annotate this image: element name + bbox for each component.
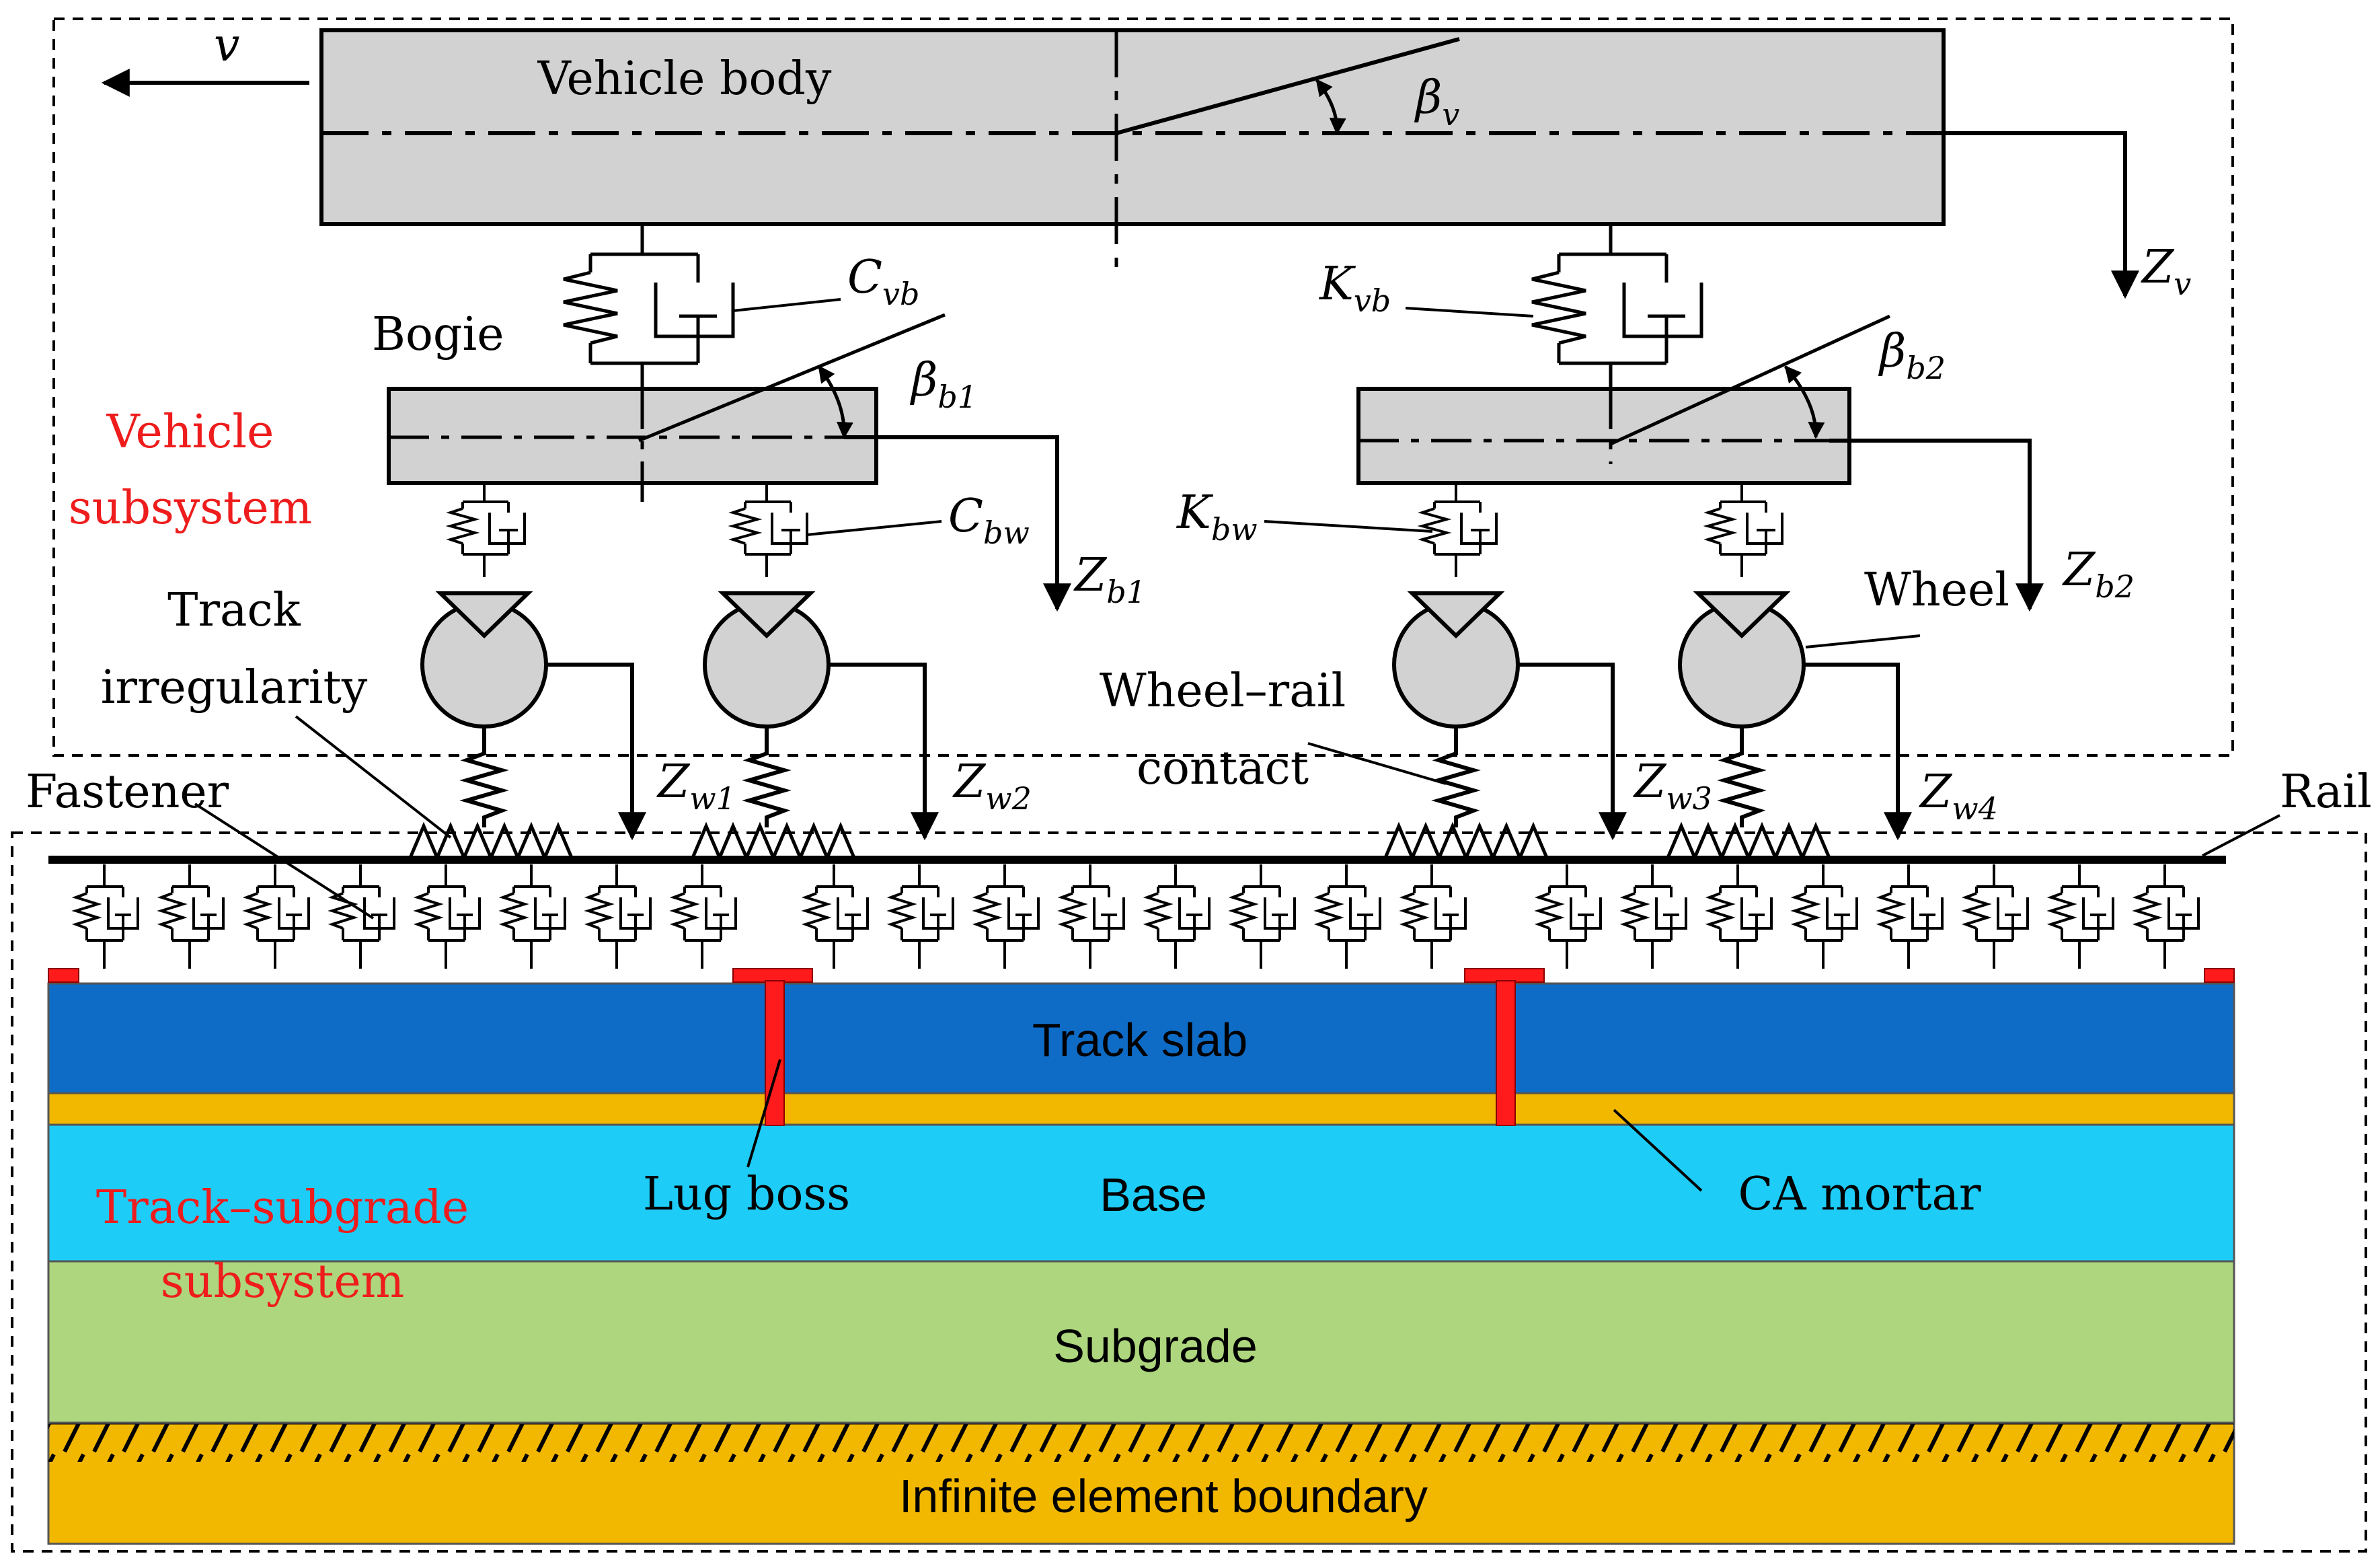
track-irregularity-label-1: Track bbox=[167, 584, 301, 637]
wheel-rail-contact-label-2: contact bbox=[1137, 742, 1309, 795]
fastener-unit bbox=[886, 864, 954, 969]
primary-suspensions bbox=[445, 483, 1783, 577]
track-slab-3 bbox=[1509, 982, 2235, 1094]
fastener-unit bbox=[1619, 864, 1687, 969]
fastener-unit bbox=[242, 864, 310, 969]
body-pitch-line bbox=[1116, 37, 1460, 135]
vehicle-subsystem-label-2: subsystem bbox=[69, 482, 312, 535]
zv-arrow bbox=[1944, 131, 2139, 299]
zb1-symbol: Zb1 bbox=[1073, 549, 1146, 610]
lug-boss-label: Lug boss bbox=[643, 1168, 850, 1221]
fastener-unit bbox=[584, 864, 652, 969]
infinite-boundary-label: Infinite element boundary bbox=[899, 1470, 1428, 1522]
zv-symbol: Zv bbox=[2141, 241, 2191, 302]
cbw-symbol: Cbw bbox=[948, 490, 1030, 551]
fastener-unit bbox=[1534, 864, 1602, 969]
base-layer bbox=[47, 1123, 2235, 1263]
fastener-unit bbox=[1876, 864, 1944, 969]
beta-b2-arc bbox=[1784, 365, 1825, 439]
zb1-arrow bbox=[844, 435, 1071, 612]
track-subgrade-label-2: subsystem bbox=[161, 1255, 404, 1308]
fastener-unit bbox=[1399, 864, 1467, 969]
kbw-symbol: Kbw bbox=[1176, 486, 1258, 548]
fastener-unit bbox=[669, 864, 737, 969]
base-label: Base bbox=[1100, 1168, 1207, 1221]
track-slab-label: Track slab bbox=[1032, 1014, 1247, 1066]
zb2-symbol: Zb2 bbox=[2062, 544, 2135, 605]
track-subgrade-box bbox=[11, 831, 2367, 1553]
cvb-symbol: Cvb bbox=[847, 251, 919, 312]
subgrade-layer bbox=[47, 1260, 2235, 1424]
wheel-leader bbox=[1805, 634, 1921, 648]
beta-b1-symbol: βb1 bbox=[909, 354, 977, 415]
kvb-symbol: Kvb bbox=[1318, 258, 1391, 319]
track-subgrade-label-1: Track–subgrade bbox=[96, 1181, 469, 1234]
wheel-label: Wheel bbox=[1864, 564, 2009, 617]
wheel-rail-contact-label-1: Wheel–rail bbox=[1100, 665, 1346, 718]
zw3-symbol: Zw3 bbox=[1633, 755, 1712, 817]
fastener-label: Fastener bbox=[26, 766, 229, 819]
fastener-unit bbox=[1228, 864, 1296, 969]
fasteners bbox=[71, 864, 2200, 969]
fastener-leader bbox=[194, 803, 375, 920]
beta-v-symbol: βv bbox=[1414, 71, 1459, 133]
vehicle-body-label: Vehicle body bbox=[537, 52, 832, 106]
fastener-unit bbox=[972, 864, 1040, 969]
vehicle-subsystem-box bbox=[52, 17, 2234, 757]
ca-mortar-leader bbox=[1613, 1109, 1703, 1192]
track-slab-1 bbox=[47, 982, 776, 1094]
velocity-symbol: v bbox=[214, 19, 239, 72]
lug-bosses bbox=[48, 968, 2235, 1126]
rail-leader bbox=[2202, 814, 2280, 857]
fastener-unit bbox=[157, 864, 225, 969]
bogie-2-pitch-line bbox=[1609, 314, 1891, 446]
fastener-unit bbox=[2046, 864, 2114, 969]
fastener-unit bbox=[801, 864, 869, 969]
fastener-unit bbox=[328, 864, 395, 969]
fastener-unit bbox=[413, 864, 481, 969]
track-irregularity-zigzags bbox=[408, 821, 1831, 862]
vehicle-subsystem-label-1: Vehicle bbox=[106, 406, 274, 459]
fastener-unit bbox=[2132, 864, 2200, 969]
beta-b2-symbol: βb2 bbox=[1878, 325, 1946, 386]
fastener-unit bbox=[1705, 864, 1773, 969]
track-slab-2 bbox=[782, 982, 1503, 1094]
cbw-leader bbox=[806, 520, 942, 536]
bogie-2 bbox=[1356, 387, 1851, 485]
ca-mortar-label: CA mortar bbox=[1738, 1168, 1981, 1221]
wheels bbox=[420, 591, 1806, 729]
beta-v-arc bbox=[1315, 79, 1346, 135]
kvb-leader bbox=[1405, 307, 1534, 318]
subgrade-label: Subgrade bbox=[1053, 1320, 1258, 1372]
bogie-1-pitch-line bbox=[638, 313, 946, 443]
bogie-label: Bogie bbox=[372, 308, 504, 361]
secondary-suspension-left bbox=[563, 224, 735, 389]
rail-label: Rail bbox=[2280, 766, 2372, 819]
kbw-leader bbox=[1264, 520, 1433, 533]
lug-boss-leader bbox=[746, 1059, 781, 1168]
boundary-hatch bbox=[48, 1423, 2234, 1462]
fastener-unit bbox=[71, 864, 139, 969]
beta-b1-arc bbox=[817, 365, 853, 439]
wheel-rail-contact-leader bbox=[1307, 742, 1447, 785]
track-irregularity-label-2: irregularity bbox=[101, 661, 368, 714]
fastener-unit bbox=[1313, 864, 1381, 969]
secondary-suspension-right bbox=[1531, 224, 1703, 389]
fastener-unit bbox=[498, 864, 566, 969]
ca-mortar-layer bbox=[47, 1092, 2235, 1126]
zw2-symbol: Zw2 bbox=[952, 755, 1032, 817]
cvb-leader bbox=[732, 298, 841, 312]
wheel-rail-springs bbox=[459, 727, 1767, 827]
wheel-displacement-arrows bbox=[546, 663, 1912, 841]
zb2-arrow bbox=[1829, 439, 2044, 612]
fastener-unit bbox=[1961, 864, 2029, 969]
zw1-symbol: Zw1 bbox=[656, 755, 736, 817]
fastener-unit bbox=[1790, 864, 1858, 969]
fastener-unit bbox=[1143, 864, 1211, 969]
fastener-unit bbox=[1057, 864, 1125, 969]
zw4-symbol: Zw4 bbox=[1919, 766, 1998, 827]
track-irregularity-leader bbox=[295, 715, 452, 839]
